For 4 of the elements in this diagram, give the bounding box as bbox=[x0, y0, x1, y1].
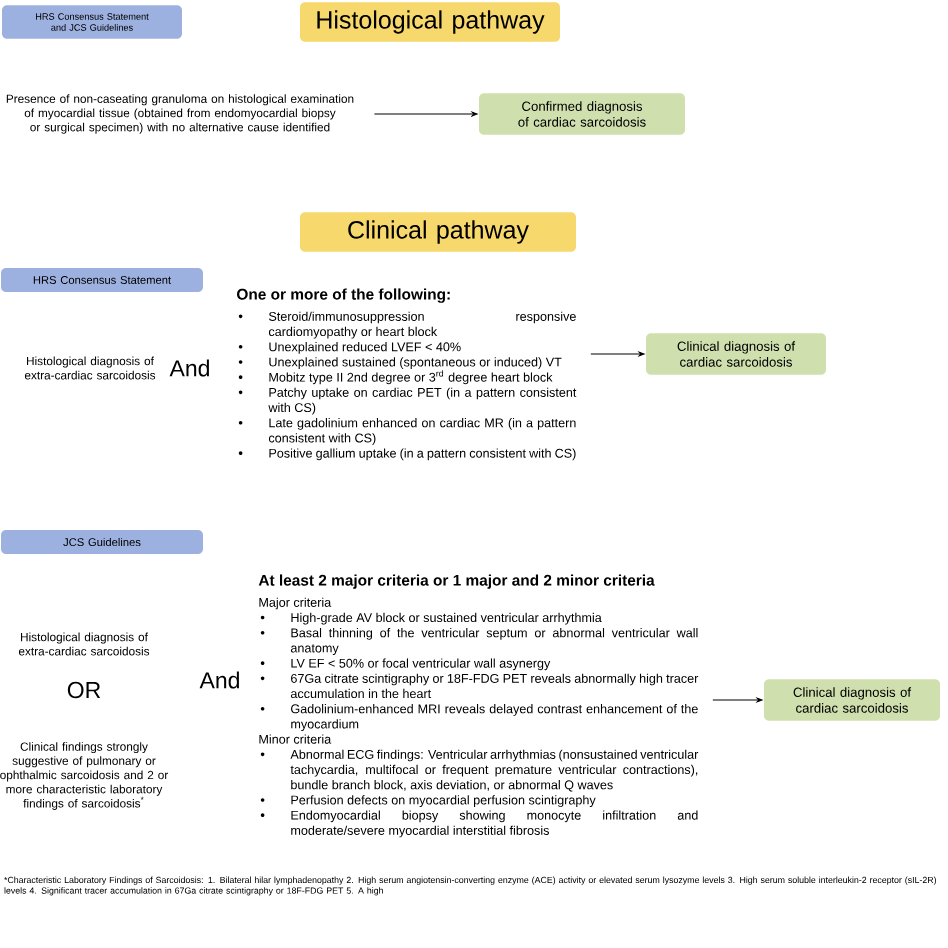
connector-word: And bbox=[169, 359, 209, 377]
pathway-title-box: Clinical pathway bbox=[300, 212, 576, 252]
connector-word: OR bbox=[67, 681, 101, 699]
pathway-title-box: Histological pathway bbox=[300, 2, 560, 42]
